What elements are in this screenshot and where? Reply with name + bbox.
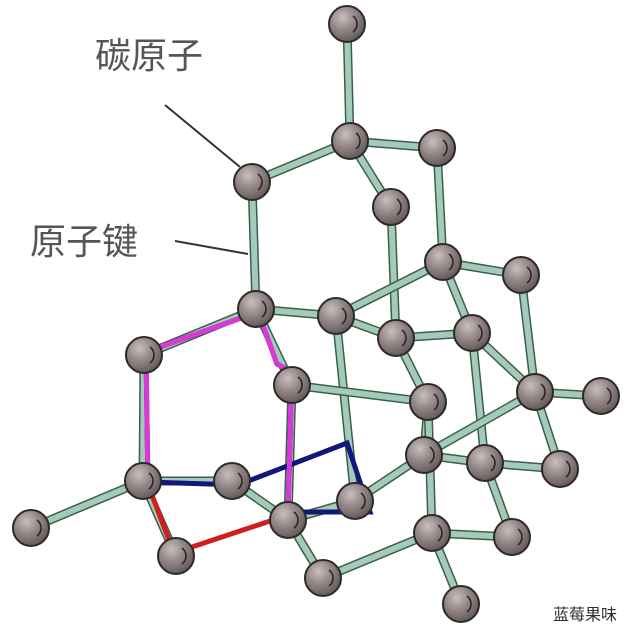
atom-shading: [293, 511, 299, 529]
atom-shading: [355, 132, 361, 150]
carbon-bond: [434, 147, 446, 263]
atom-shading: [257, 173, 263, 191]
atom-shading: [360, 492, 366, 510]
atom-shading: [490, 454, 496, 472]
atom-shading: [401, 329, 407, 347]
watermark-text: 蓝莓果味: [553, 605, 617, 624]
carbon-bond: [291, 382, 429, 405]
carbon-bond: [333, 315, 358, 502]
carbon-bond: [321, 530, 434, 581]
carbon-bond: [249, 181, 259, 310]
carbon-atom: [125, 336, 163, 374]
carbon-atom: [493, 518, 531, 556]
carbon-atom: [304, 559, 342, 597]
carbon-atom: [405, 436, 443, 474]
atom-shading: [433, 393, 439, 411]
atom-layer: [12, 5, 620, 623]
carbon-atom: [516, 373, 554, 411]
carbon-bond: [469, 332, 488, 464]
carbon-atom: [317, 297, 355, 335]
carbon-atom: [418, 129, 456, 167]
atom-shading: [261, 300, 267, 318]
atom-shading: [437, 524, 443, 542]
atom-shading: [477, 324, 483, 342]
carbon-bond: [29, 478, 145, 531]
atom-shading: [442, 139, 448, 157]
carbon-bond: [518, 274, 538, 393]
carbon-bond: [344, 23, 353, 142]
atom-shading: [341, 307, 347, 325]
carbon-atom-label: 碳原子: [95, 36, 203, 77]
carbon-atom: [213, 462, 251, 500]
carbon-atom: [424, 243, 462, 281]
atom-shading: [429, 446, 435, 464]
atom-shading: [237, 472, 243, 490]
atom-shading: [149, 346, 155, 364]
atom-shading: [526, 266, 532, 284]
carbon-atom: [453, 314, 491, 352]
carbon-atom: [466, 444, 504, 482]
atom-shading: [297, 376, 303, 394]
atom-shading: [36, 519, 42, 537]
carbon-bond: [422, 389, 537, 458]
atom-shading: [148, 472, 154, 490]
carbon-atom: [502, 256, 540, 294]
carbon-atom: [336, 482, 374, 520]
carbon-atom: [157, 537, 195, 575]
carbon-bond: [388, 206, 399, 339]
carbon-atom: [413, 514, 451, 552]
atom-shading: [181, 547, 187, 565]
carbon-atom: [124, 462, 162, 500]
atom-shading: [396, 198, 402, 216]
carbon-atom: [273, 366, 311, 404]
carbon-atom: [442, 585, 480, 623]
atom-shading: [517, 528, 523, 546]
bond-layer: [29, 23, 602, 606]
carbon-atom: [409, 383, 447, 421]
atomic-bond-leader-line: [174, 240, 249, 255]
carbon-atom: [541, 450, 579, 488]
atom-shading: [565, 460, 571, 478]
atom-shading: [540, 383, 546, 401]
atom-shading: [448, 253, 454, 271]
atomic-bond-label: 原子键: [30, 222, 138, 263]
carbon-bond: [334, 259, 445, 319]
carbon-atom: [269, 501, 307, 539]
carbon-bond: [140, 354, 147, 482]
atom-shading: [328, 569, 334, 587]
carbon-atom: [377, 319, 415, 357]
carbon-atom: [12, 509, 50, 547]
carbon-atom: [582, 377, 620, 415]
carbon-atom: [372, 188, 410, 226]
atom-shading: [466, 595, 472, 613]
carbon-atom-leader-line: [164, 104, 241, 168]
atom-shading: [606, 387, 612, 405]
carbon-atom: [331, 122, 369, 160]
carbon-atom: [328, 5, 366, 43]
carbon-atom: [237, 290, 275, 328]
carbon-atom: [233, 163, 271, 201]
atom-shading: [352, 15, 358, 33]
